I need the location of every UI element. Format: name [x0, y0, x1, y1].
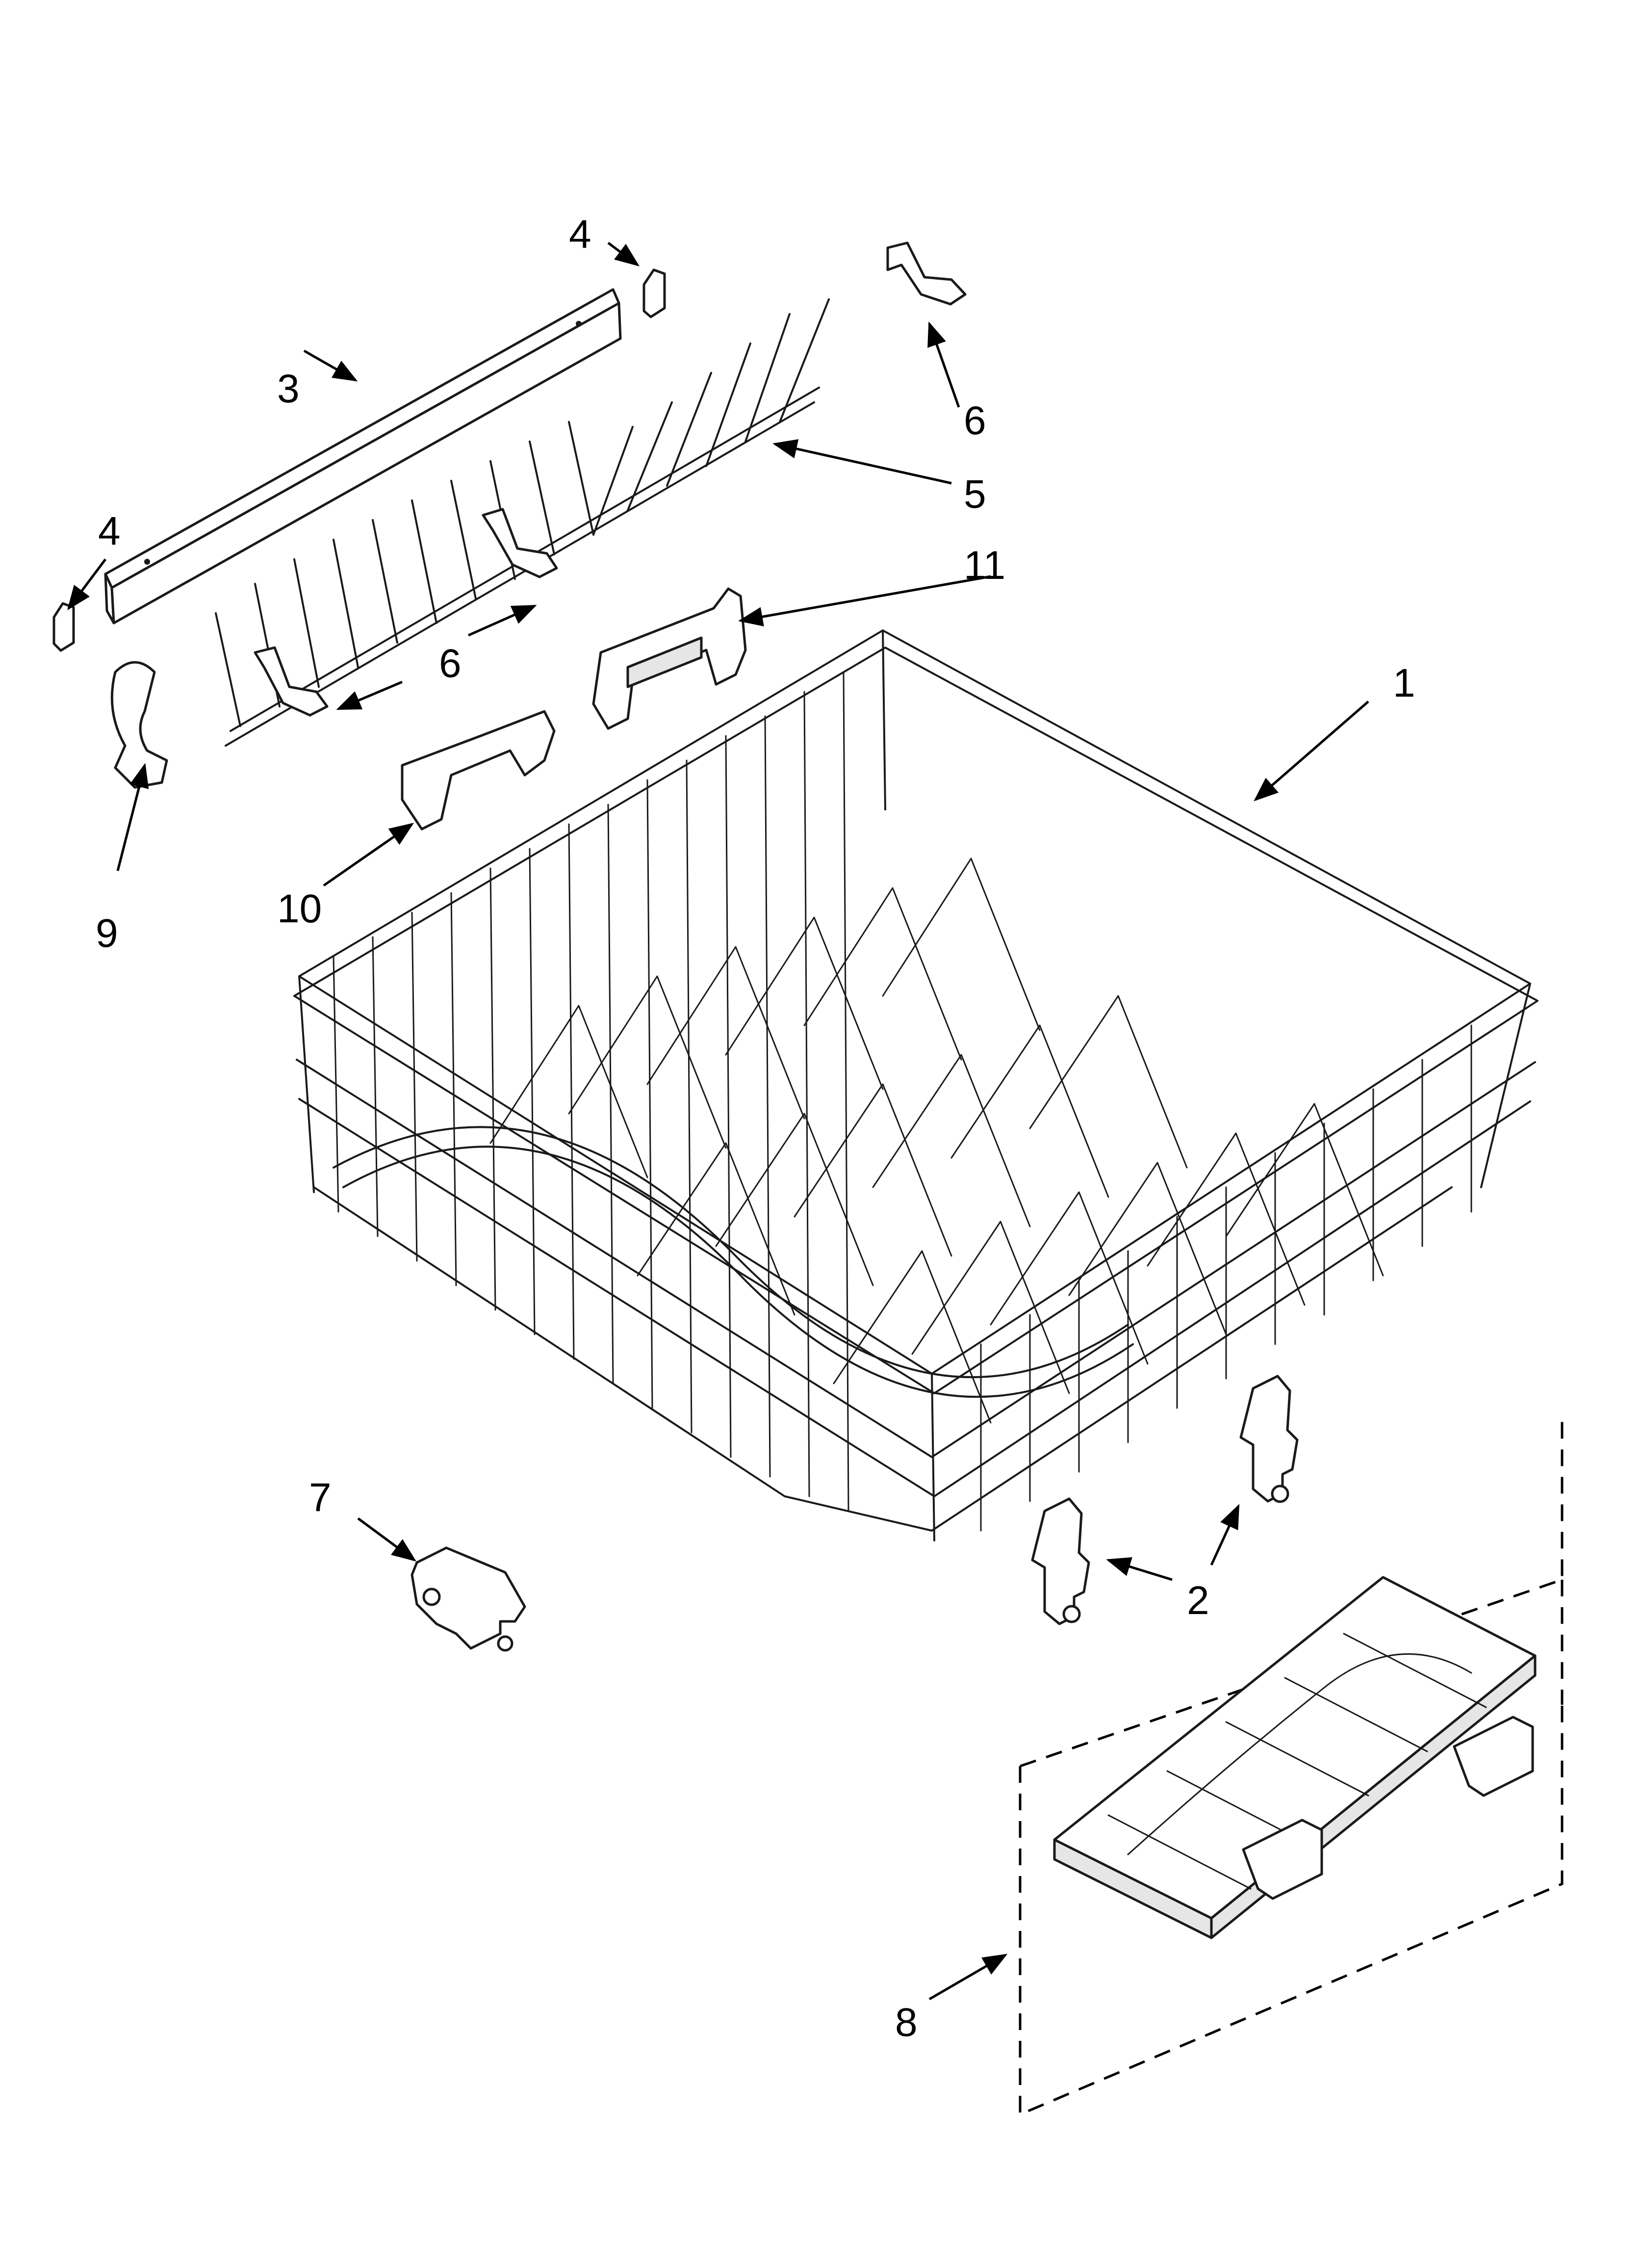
callout-8: 8	[895, 2000, 918, 2045]
callout-11: 11	[964, 543, 1005, 588]
callout-2: 2	[1187, 1578, 1209, 1623]
leader-1	[1254, 701, 1369, 802]
leader-6a	[927, 321, 960, 408]
leader-3	[303, 349, 358, 382]
leader-2a	[1106, 1557, 1173, 1581]
hook-icon	[110, 661, 168, 789]
callout-4a: 4	[569, 212, 591, 257]
leader-8	[928, 1954, 1008, 2001]
callout-10: 10	[277, 886, 322, 931]
callout-7: 7	[309, 1475, 332, 1520]
leader-6b	[467, 604, 537, 637]
leader-2b	[1210, 1504, 1240, 1566]
rail-bar-icon	[104, 288, 622, 625]
leader-5	[772, 439, 952, 485]
leader-7	[357, 1517, 417, 1562]
callout-3: 3	[277, 366, 300, 411]
leader-11	[738, 575, 991, 626]
leader-4b	[67, 558, 106, 610]
dish-rack-icon	[293, 629, 1539, 1541]
callout-9: 9	[96, 911, 118, 956]
leader-6c	[336, 680, 403, 710]
stop-clip-icon	[410, 1546, 526, 1652]
leader-10	[323, 823, 414, 887]
callout-5: 5	[964, 472, 986, 517]
leader-4a	[607, 242, 640, 266]
rack-wheel-clip-icon	[1031, 1375, 1299, 1625]
leader-9	[116, 763, 149, 871]
callout-6a: 6	[964, 398, 986, 443]
tine-clip-icon	[254, 241, 967, 717]
callout-1: 1	[1393, 661, 1415, 705]
leader-lines	[67, 242, 1369, 2001]
callout-4b: 4	[98, 509, 121, 553]
bracket-icon	[401, 710, 556, 831]
end-cap-icon	[52, 268, 666, 652]
adjuster-icon	[592, 587, 747, 730]
callout-labels: 1 2 3 4 4 5 6 6 7 8 9 10 11	[96, 212, 1415, 2045]
callout-6b: 6	[439, 641, 462, 686]
shelf-kit-icon	[1019, 1415, 1564, 2116]
